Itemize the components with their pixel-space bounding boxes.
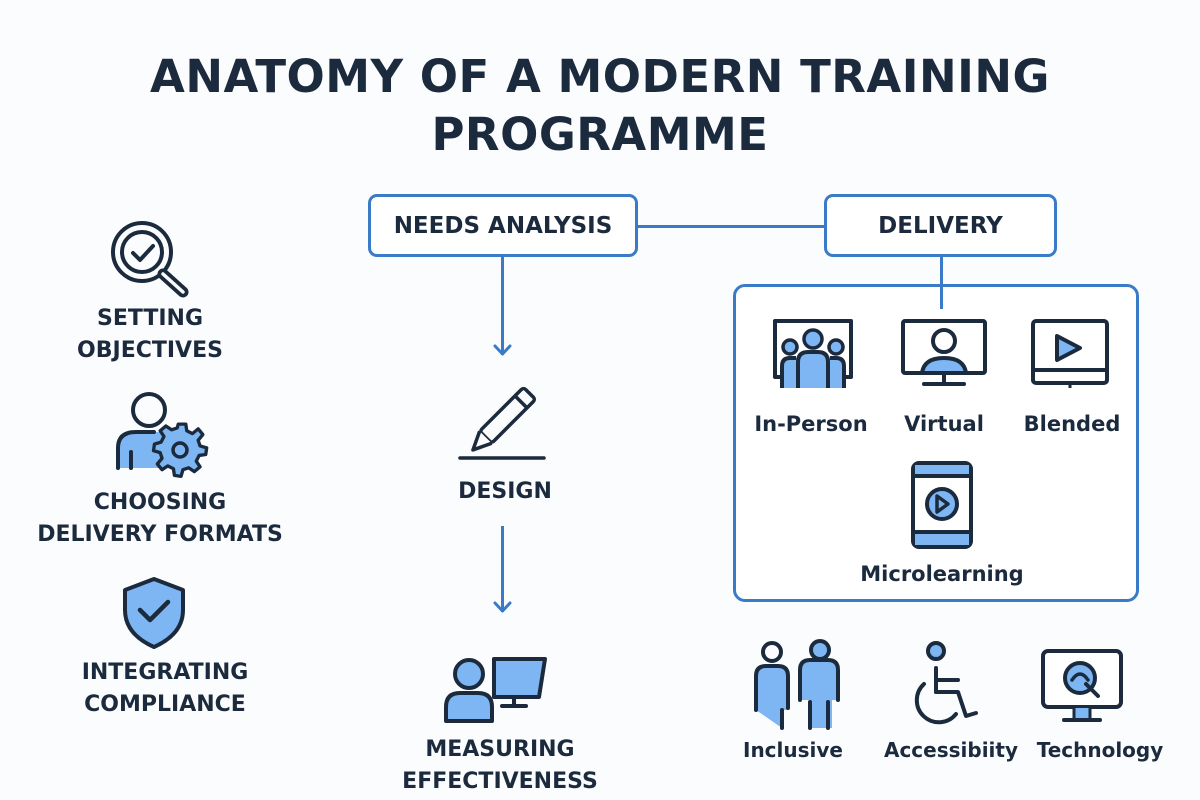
accessibility-label: Accessibiity [883,738,1019,762]
microlearning-label: Microlearning [860,562,1024,586]
arrow-needs-to-design [501,257,504,355]
label-line: INTEGRATING [81,660,249,685]
virtual-label: Virtual [904,412,984,436]
blended-label: Blended [1023,412,1121,436]
setting-objectives-label: SETTING OBJECTIVES [30,303,270,367]
label-line: CHOOSING [93,490,227,515]
shield-check-icon [123,577,185,649]
label-line: SETTING [96,306,204,331]
connector-delivery-to-formats [940,257,943,309]
arrow-head-icon [493,344,512,356]
needs-analysis-box[interactable]: NEEDS ANALYSIS [368,194,638,257]
arrow-design-to-measuring [501,526,504,612]
mobile-video-icon [911,461,973,549]
label-line: EFFECTIVENESS [402,769,598,794]
technology-label: Technology [1036,738,1164,762]
connector-needs-to-delivery [638,225,825,228]
monitor-search-icon [1041,649,1123,722]
in-person-label: In-Person [754,412,868,436]
integrating-compliance-label: INTEGRATING COMPLIANCE [35,657,295,721]
label-line: MEASURING [425,737,575,762]
title-line-2: PROGRAMME [431,108,769,161]
inclusive-label: Inclusive [743,738,843,762]
label-line: OBJECTIVES [77,338,223,363]
choosing-delivery-formats-label: CHOOSING DELIVERY FORMATS [20,487,300,551]
video-call-icon [901,319,987,386]
label-line: COMPLIANCE [84,692,246,717]
page-title: ANATOMY OF A MODERN TRAINING PROGRAMME [0,48,1200,164]
design-label: DESIGN [458,479,552,504]
arrow-head-icon [493,601,512,613]
magnifier-check-icon [111,221,189,298]
person-monitor-icon [444,657,547,723]
delivery-label: DELIVERY [878,212,1003,239]
delivery-box[interactable]: DELIVERY [824,194,1057,257]
title-line-1: ANATOMY OF A MODERN TRAINING [150,50,1050,103]
person-gear-icon [116,392,209,479]
wheelchair-icon [914,641,978,725]
measuring-effectiveness-label: MEASURING EFFECTIVENESS [380,734,620,798]
pencil-icon [458,386,546,460]
people-icon [754,639,840,730]
group-presentation-icon [773,319,853,388]
video-player-icon [1031,319,1109,388]
label-line: DELIVERY FORMATS [37,522,283,547]
needs-analysis-label: NEEDS ANALYSIS [393,212,613,239]
